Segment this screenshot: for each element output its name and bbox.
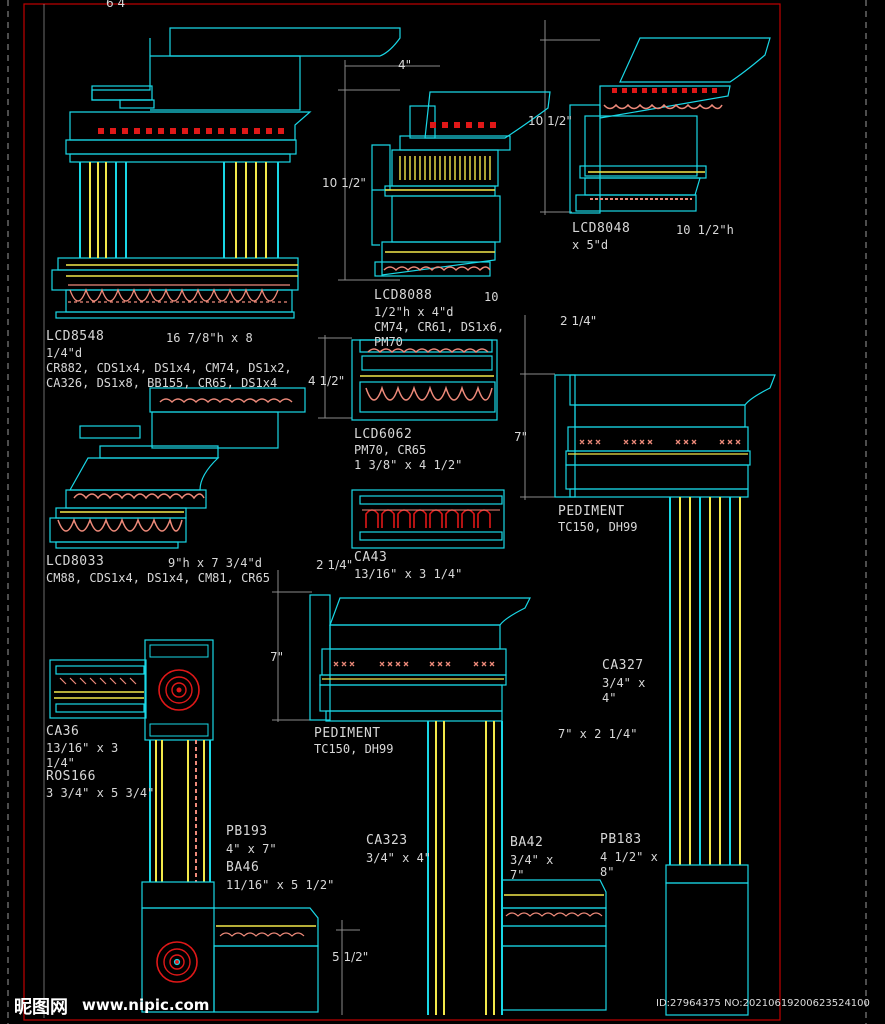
watermark-logo: 昵图网 bbox=[14, 997, 68, 1018]
pediment-center-ornament bbox=[322, 661, 504, 680]
ros166-rosette-block bbox=[144, 639, 214, 741]
lcd8048-depth: x 5"d bbox=[572, 238, 609, 252]
lcd8548-egg-dart bbox=[68, 284, 290, 303]
lcd8088-parts-2: PM70 bbox=[374, 335, 403, 349]
pilaster-ca323 bbox=[427, 721, 503, 1015]
lcd8033-parts: CM88, CDS1x4, DS1x4, CM81, CR65 bbox=[46, 571, 270, 585]
dimension-top-partial: 6 4 bbox=[106, 0, 126, 10]
lcd6062-ornament bbox=[360, 348, 494, 401]
dimension-4-half: 4 1/2" bbox=[308, 374, 345, 388]
lcd6062-parts: PM70, CR65 bbox=[354, 443, 427, 457]
lcd8548-parts-1: CR882, CDS1x4, DS1x4, CM74, DS1x2, bbox=[46, 361, 292, 375]
ba42-size-2: 7" bbox=[510, 868, 525, 882]
ca36-size-2: 1/4" bbox=[46, 756, 75, 770]
lcd8548-dentils bbox=[98, 128, 284, 134]
ca36-molding bbox=[49, 659, 147, 719]
lcd6062-molding bbox=[351, 339, 498, 421]
pediment-right-ornament bbox=[568, 439, 748, 455]
pediment-center-code: PEDIMENT bbox=[314, 726, 381, 741]
pediment-right-parts: TC150, DH99 bbox=[558, 520, 638, 534]
pb193-code: PB193 bbox=[226, 824, 268, 839]
pediment-center bbox=[309, 594, 531, 722]
lcd8088-size: 1/2"h x 4"d bbox=[374, 305, 454, 319]
watermark-site: www.nipic.com bbox=[82, 996, 210, 1014]
dimension-5-half: 5 1/2" bbox=[332, 950, 369, 964]
ba46-base bbox=[141, 881, 319, 1013]
sheet-frame bbox=[7, 0, 867, 1024]
pb183-size-1: 4 1/2" x bbox=[600, 850, 658, 864]
ca43-size: 13/16" x 3 1/4" bbox=[354, 567, 463, 581]
dimension-7-a: 7" bbox=[514, 430, 528, 444]
lcd8048-height: 10 1/2"h bbox=[676, 223, 734, 237]
pb183-code: PB183 bbox=[600, 832, 642, 847]
ca43-molding bbox=[351, 489, 505, 549]
ca327-code: CA327 bbox=[602, 658, 644, 673]
ca36-size-1: 13/16" x 3 bbox=[46, 741, 119, 755]
lcd8033-size: 9"h x 7 3/4"d bbox=[168, 556, 262, 570]
lcd8548-parts-2: CA326, DS1x8, BB155, CR65, DS1x4 bbox=[46, 376, 278, 390]
lcd8088-code: LCD8088 bbox=[374, 288, 433, 303]
pb183-size-2: 8" bbox=[600, 865, 615, 879]
lcd8088-parts-1: CM74, CR61, DS1x6, bbox=[374, 320, 505, 334]
pediment-right bbox=[554, 374, 776, 498]
lcd8548-code: LCD8548 bbox=[46, 329, 105, 344]
ca323-code: CA323 bbox=[366, 833, 408, 848]
pediment-center-parts: TC150, DH99 bbox=[314, 742, 394, 756]
ba46-code: BA46 bbox=[226, 860, 260, 875]
pilaster-pb193 bbox=[149, 740, 211, 882]
lcd8048-code: LCD8048 bbox=[572, 221, 631, 236]
ca36-code: CA36 bbox=[46, 724, 80, 739]
lcd8033-code: LCD8033 bbox=[46, 554, 105, 569]
dimension-7-b: 7" bbox=[270, 650, 284, 664]
lcd8048-cornice bbox=[569, 37, 771, 214]
ca43-ornament bbox=[362, 509, 500, 528]
watermark-id: ID:27964375 NO:20210619200623524100 bbox=[656, 998, 870, 1009]
lcd8088-ornament bbox=[383, 122, 496, 272]
ros166-size: 3 3/4" x 5 3/4" bbox=[46, 786, 155, 800]
dimension-2-quarter-a: 2 1/4" bbox=[560, 314, 597, 328]
lcd8033-ornament bbox=[57, 398, 293, 532]
lcd8048-ornament bbox=[588, 88, 723, 200]
pilaster-pb183 bbox=[665, 497, 749, 1016]
lcd8548-cornice bbox=[51, 27, 401, 319]
ba42-code: BA42 bbox=[510, 835, 544, 850]
ros166-code: ROS166 bbox=[46, 769, 96, 784]
lcd6062-size: 1 3/8" x 4 1/2" bbox=[354, 458, 463, 472]
dimension-2-quarter-b: 2 1/4" bbox=[316, 558, 353, 572]
pediment-right-code: PEDIMENT bbox=[558, 504, 625, 519]
ca43-code: CA43 bbox=[354, 550, 388, 565]
ba42-base bbox=[501, 879, 607, 1011]
dimension-10-half-a: 10 1/2" bbox=[322, 176, 366, 190]
lcd8548-size: 16 7/8"h x 8 bbox=[166, 331, 253, 345]
lcd6062-code: LCD6062 bbox=[354, 427, 413, 442]
dimension-4in: 4" bbox=[398, 58, 412, 72]
ca323-size: 3/4" x 4" bbox=[366, 851, 432, 865]
size-7x2-quarter: 7" x 2 1/4" bbox=[558, 727, 638, 741]
ca327-size-1: 3/4" x bbox=[602, 676, 646, 690]
ca327-size-2: 4" bbox=[602, 691, 617, 705]
pb193-size: 4" x 7" bbox=[226, 842, 277, 856]
lcd8088-cornice bbox=[371, 91, 551, 277]
ba42-size-1: 3/4" x bbox=[510, 853, 554, 867]
lcd8033-cornice bbox=[49, 387, 306, 549]
lcd8548-depth: 1/4"d bbox=[46, 346, 83, 360]
lcd8088-suffix: 10 bbox=[484, 290, 499, 304]
lcd8548-flutes bbox=[66, 162, 298, 277]
ba46-size: 11/16" x 5 1/2" bbox=[226, 878, 335, 892]
dimension-lines bbox=[272, 20, 600, 1015]
dimension-10-half-b: 10 1/2" bbox=[528, 114, 572, 128]
